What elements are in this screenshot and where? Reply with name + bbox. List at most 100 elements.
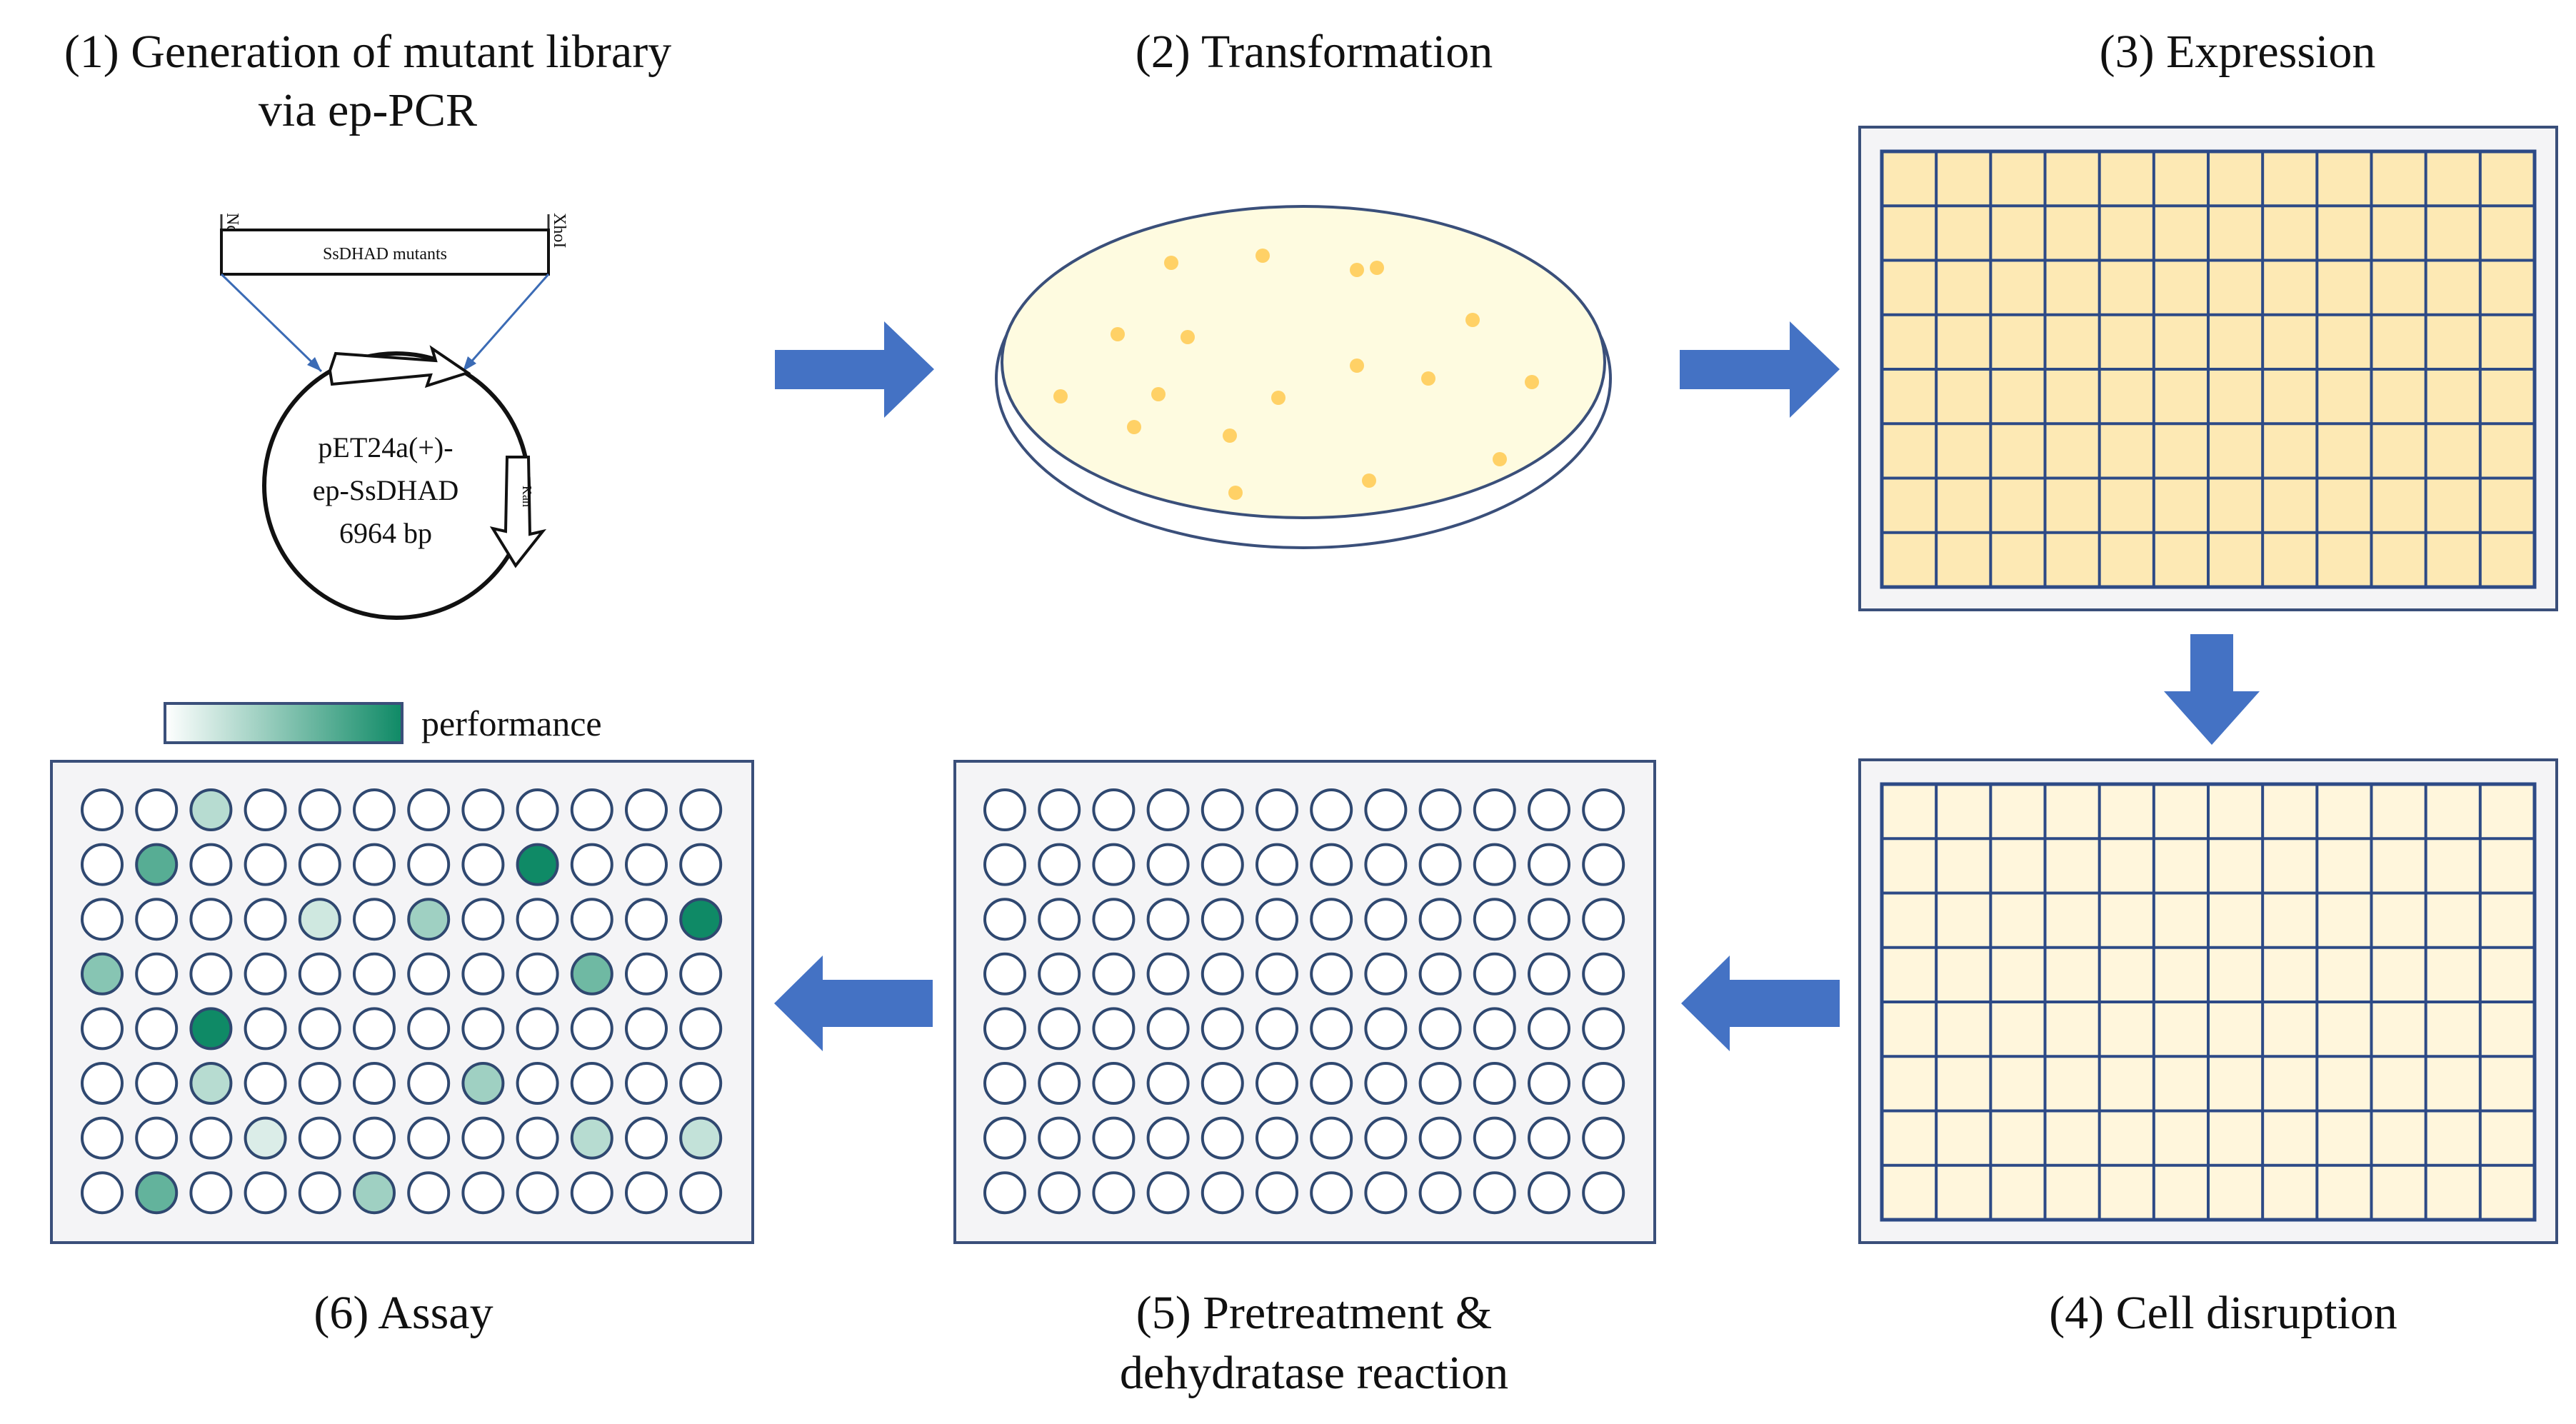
plate-well (189, 1171, 233, 1215)
plate-well (983, 952, 1026, 996)
plate-well (1473, 1171, 1516, 1215)
connector-left-arrowhead (307, 357, 321, 371)
plate-well (298, 1116, 341, 1160)
plate-well (353, 1007, 396, 1051)
plate-well (353, 788, 396, 831)
plate-well (461, 1062, 505, 1105)
plate-well (679, 898, 723, 941)
plate-well (1310, 1062, 1353, 1105)
plate-well (1528, 952, 1570, 996)
assay-plate-frame (50, 760, 754, 1244)
plate-well (1582, 1171, 1625, 1215)
plate-well (570, 1062, 613, 1105)
plate-well (1038, 843, 1081, 886)
plate-well (983, 1116, 1026, 1160)
plate-well (679, 1116, 723, 1160)
colony (1181, 330, 1195, 344)
plate-well (1038, 788, 1081, 831)
plate-well (1364, 952, 1408, 996)
plate-well (1528, 1116, 1570, 1160)
plate-well (1256, 1062, 1298, 1105)
plate-well (570, 1116, 613, 1160)
plate-well (1310, 898, 1353, 941)
plate-well (1146, 1062, 1190, 1105)
plate-well (983, 1062, 1026, 1105)
plate-well (1364, 788, 1408, 831)
plate-well (1038, 1062, 1081, 1105)
plate-well (407, 1062, 451, 1105)
step-5-title-line1: (5) Pretreatment & (1136, 1287, 1492, 1339)
plate-well (135, 1062, 179, 1105)
plate-well (1201, 788, 1244, 831)
plate-well (1146, 1171, 1190, 1215)
plate-well (244, 1062, 287, 1105)
insert-label: SsDHAD mutants (323, 245, 447, 264)
plate-well (353, 1171, 396, 1215)
plate-well (1528, 788, 1570, 831)
colony (1493, 452, 1507, 466)
colony (1362, 473, 1376, 488)
plate-well (1582, 952, 1625, 996)
plate-well (1418, 1062, 1462, 1105)
performance-legend-label: performance (421, 703, 602, 743)
plate-well (244, 788, 287, 831)
colony (1350, 358, 1364, 373)
plate-well (81, 843, 124, 886)
plate-well (353, 843, 396, 886)
step-1-title-line1: (1) Generation of mutant library (64, 26, 671, 78)
step-3-title: (3) Expression (2100, 26, 2376, 78)
plate-well (1038, 952, 1081, 996)
colony (1164, 256, 1178, 270)
insert-connector-left (220, 273, 323, 373)
plate-well (1582, 898, 1625, 941)
plate-well (625, 843, 668, 886)
arrow-step5-to-step6 (774, 956, 933, 1051)
colony (1525, 375, 1539, 389)
plate-well (1146, 898, 1190, 941)
plate-well (1310, 1116, 1353, 1160)
plate-well (1146, 1116, 1190, 1160)
plate-well (625, 1007, 668, 1051)
plate-well (1092, 843, 1136, 886)
plate-well (189, 898, 233, 941)
plate-well (570, 843, 613, 886)
plate-well (1364, 898, 1408, 941)
plate-well (135, 843, 179, 886)
flow-arrows (774, 321, 2260, 1051)
step-4-cell-disruption: (4) Cell disruption (1858, 758, 2558, 1339)
plate-well (1256, 1007, 1298, 1051)
plate-well (1092, 788, 1136, 831)
plate-well (1092, 898, 1136, 941)
plate-well (1582, 1007, 1625, 1051)
plate-well (1582, 1062, 1625, 1105)
plate-well (1364, 1062, 1408, 1105)
plate-well (407, 1007, 451, 1051)
plate-well (1201, 952, 1244, 996)
plate-well (1418, 898, 1462, 941)
plate-well (1092, 952, 1136, 996)
plate-well (353, 1062, 396, 1105)
plate-well (189, 1007, 233, 1051)
plate-well (625, 898, 668, 941)
plate-well (135, 952, 179, 996)
plate-well (1473, 952, 1516, 996)
step-5-reaction: (5) Pretreatment & dehydratase reaction (953, 760, 1656, 1399)
plate-well (1528, 898, 1570, 941)
plate-well (81, 1062, 124, 1105)
plate-well (570, 952, 613, 996)
kan-label: Kan (520, 486, 534, 507)
step-2-title: (2) Transformation (1136, 26, 1493, 78)
insert-connector-right (461, 274, 550, 372)
arrow-step3-to-step4 (2164, 634, 2260, 745)
plate-well (1418, 843, 1462, 886)
plate-well (407, 843, 451, 886)
plate-well (1582, 788, 1625, 831)
plate-well (1528, 1171, 1570, 1215)
step-4-title: (4) Cell disruption (2049, 1287, 2397, 1339)
kan-gene-arrow (489, 456, 547, 568)
plate-well (625, 1116, 668, 1160)
plate-well (407, 898, 451, 941)
colony (1256, 249, 1270, 263)
plate-well (1256, 952, 1298, 996)
plate-well (298, 1171, 341, 1215)
